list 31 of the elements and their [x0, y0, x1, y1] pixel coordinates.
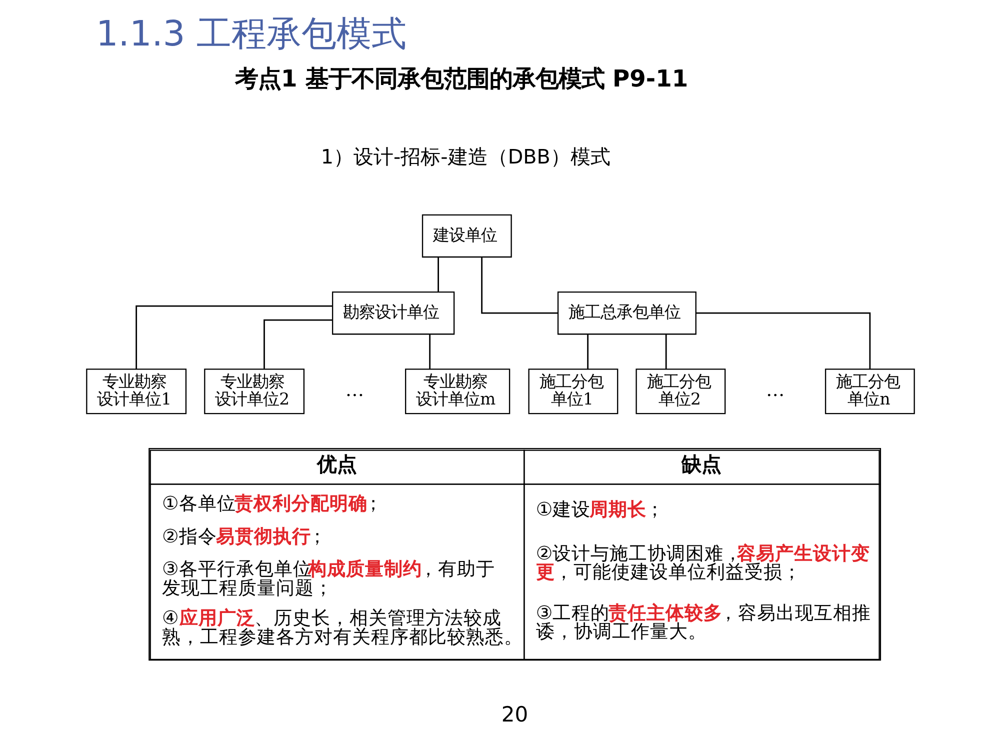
label: 考点1 基于不同承包范围的承包模式 P9-11: [234, 64, 688, 92]
label: 20: [500, 701, 528, 726]
label: 缺点: [680, 452, 721, 476]
node-box: 建设单位: [421, 214, 512, 258]
node-box: 专业勘察设计单位m: [404, 368, 510, 414]
connector: [664, 334, 666, 369]
node-box: 施工分包单位1: [528, 368, 618, 414]
label: ②设计与施工协调困难，容易产生设计变更，可能使建设单位利益受损；: [535, 543, 870, 584]
connector: [586, 334, 588, 369]
node-box: 勘察设计单位: [332, 291, 454, 335]
connector: [480, 257, 558, 314]
label: ③工程的责任主体较多，容易出现互相推诿，协调工作量大。: [535, 602, 871, 643]
node-box: 施工分包单位n: [824, 368, 914, 414]
connector: [263, 319, 332, 369]
label: 优点: [316, 452, 356, 476]
node-box: 专业勘察设计单位1: [86, 368, 186, 414]
connector: [695, 312, 870, 370]
label: 1）设计-招标-建造（DBB）模式: [320, 146, 610, 169]
label: ②指令易贯彻执行；: [162, 526, 327, 548]
connector: [135, 305, 332, 369]
diagram-title: 1.1.3 工程承包模式: [96, 14, 406, 55]
connector: [428, 334, 430, 369]
label: ④应用广泛、历史长，相关管理方法较成熟，工程参建各方对有关程序都比较熟悉。: [162, 608, 523, 648]
label: …: [344, 380, 364, 401]
label: …: [765, 380, 784, 401]
label: ①建设周期长；: [535, 500, 664, 521]
node-box: 施工分包单位2: [635, 368, 726, 414]
node-box: 专业勘察设计单位2: [204, 368, 304, 414]
connector: [437, 257, 438, 292]
node-box: 施工总承包单位: [556, 291, 696, 335]
label: ①各单位责权利分配明确；: [162, 494, 383, 515]
